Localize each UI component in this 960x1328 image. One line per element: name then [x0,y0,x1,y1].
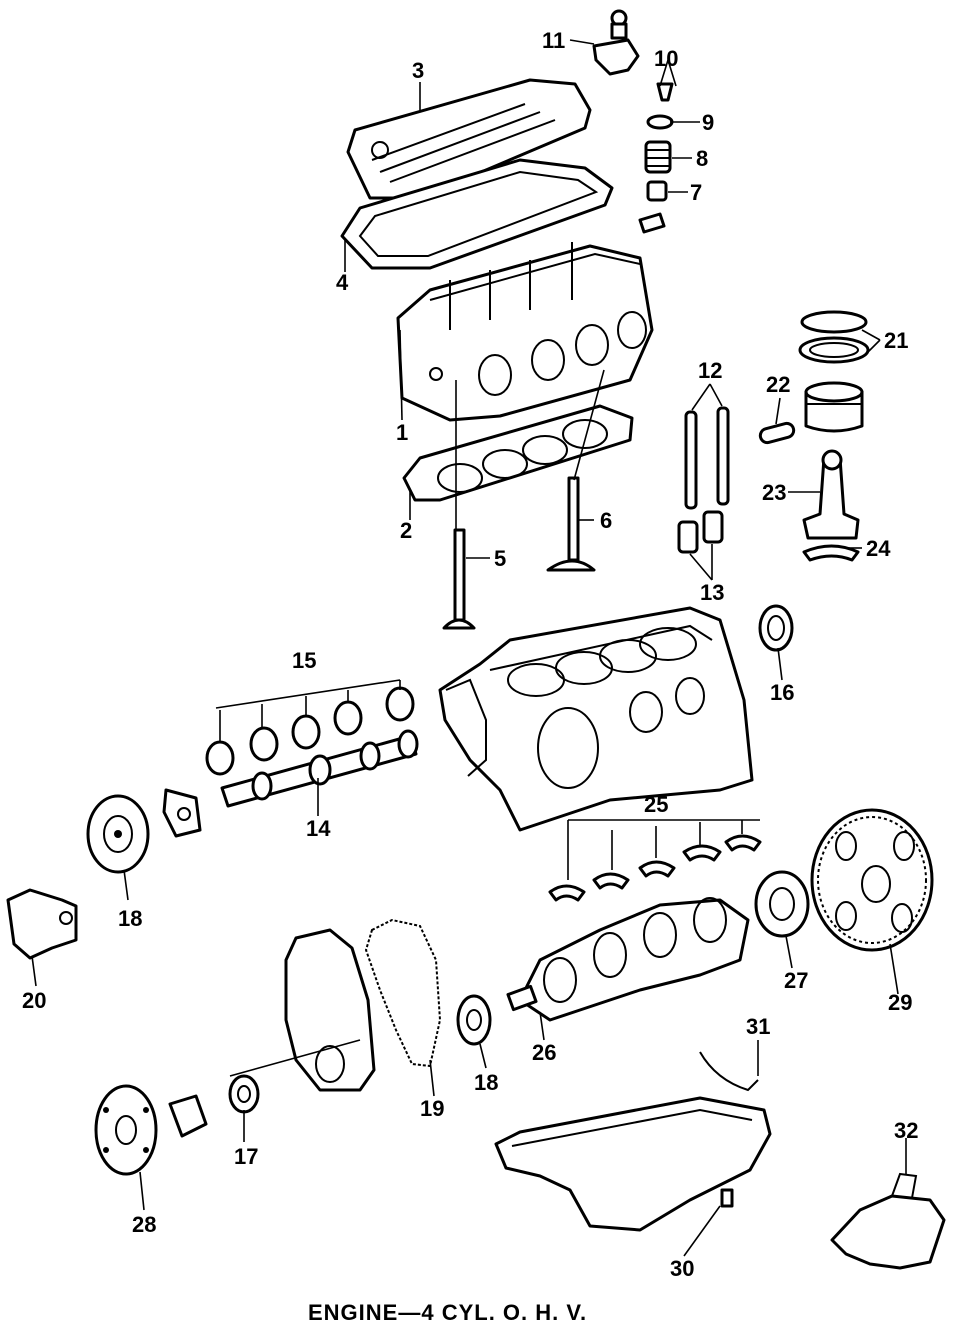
timing-chain [364,918,442,1068]
flywheel [810,808,934,952]
front-oil-seal [228,1074,260,1114]
exhaust-valve [442,528,476,630]
callout-10: 10 [654,46,678,71]
callout-19: 19 [420,1096,444,1121]
rocker-arm [592,9,640,76]
oil-pump [830,1172,946,1270]
rear-seal-retainer [754,870,810,938]
callout-1: 1 [396,420,408,445]
callout-22: 22 [766,372,790,397]
engine-mount [6,888,78,960]
piston [804,381,864,433]
callout-18-upper: 18 [118,906,142,931]
callout-23: 23 [762,480,786,505]
callout-14: 14 [306,816,331,841]
callout-29: 29 [888,990,912,1015]
callout-27: 27 [784,968,808,993]
harmonic-balancer [94,1084,158,1176]
callout-32: 32 [894,1118,918,1143]
callout-13: 13 [700,580,724,605]
callout-31: 31 [746,1014,770,1039]
piston-rings [798,310,870,364]
callout-25: 25 [644,792,668,817]
leader-lines [31,39,907,1257]
callout-16: 16 [770,680,794,705]
callout-30: 30 [670,1256,694,1281]
callout-6: 6 [600,508,612,533]
callout-15: 15 [292,648,316,673]
engine-block [438,606,754,832]
callout-20: 20 [22,988,46,1013]
callout-11: 11 [542,28,565,53]
camshaft-sprocket [86,794,150,874]
callout-3: 3 [412,58,424,83]
crankshaft-sprocket [456,994,492,1046]
callout-8: 8 [696,146,708,171]
valve-cover [346,78,592,200]
callout-26: 26 [532,1040,556,1065]
rear-main-seal [758,604,794,652]
callout-5: 5 [494,546,506,571]
timing-cover [284,928,376,1092]
intake-valve [546,476,596,572]
callout-2: 2 [400,518,412,543]
valve-spring-cap [646,114,674,130]
callout-7: 7 [690,180,702,205]
callout-4: 4 [336,270,349,295]
balancer-hub [168,1094,208,1138]
main-bearings [548,834,762,902]
callout-28: 28 [132,1212,156,1237]
camshaft [220,729,419,808]
connecting-rod [802,449,860,540]
valve-seal [638,180,668,234]
diagram-caption: ENGINE—4 CYL. O. H. V. [308,1300,587,1325]
head-gasket [402,404,634,502]
callout-17: 17 [234,1144,258,1169]
piston-pin [758,421,796,445]
valve-spring [644,140,672,174]
cam-bearings [205,686,415,776]
valve-lifters [677,510,724,554]
callout-24: 24 [866,536,891,561]
crankshaft [506,897,750,1022]
cylinder-head [396,242,654,422]
callout-21: 21 [884,328,908,353]
valve-cover-gasket [340,158,614,270]
pushrods [684,406,730,510]
callout-labels: 11 10 9 8 7 3 4 1 2 5 6 12 13 21 22 23 2… [22,28,918,1281]
callout-9: 9 [702,110,714,135]
valve-keepers [656,82,674,102]
oil-pan-gasket [699,1051,759,1092]
callout-12: 12 [698,358,722,383]
callout-18-lower: 18 [474,1070,498,1095]
rod-bearing [802,544,860,562]
oil-pan [494,1096,772,1232]
thrust-plate [162,788,202,838]
